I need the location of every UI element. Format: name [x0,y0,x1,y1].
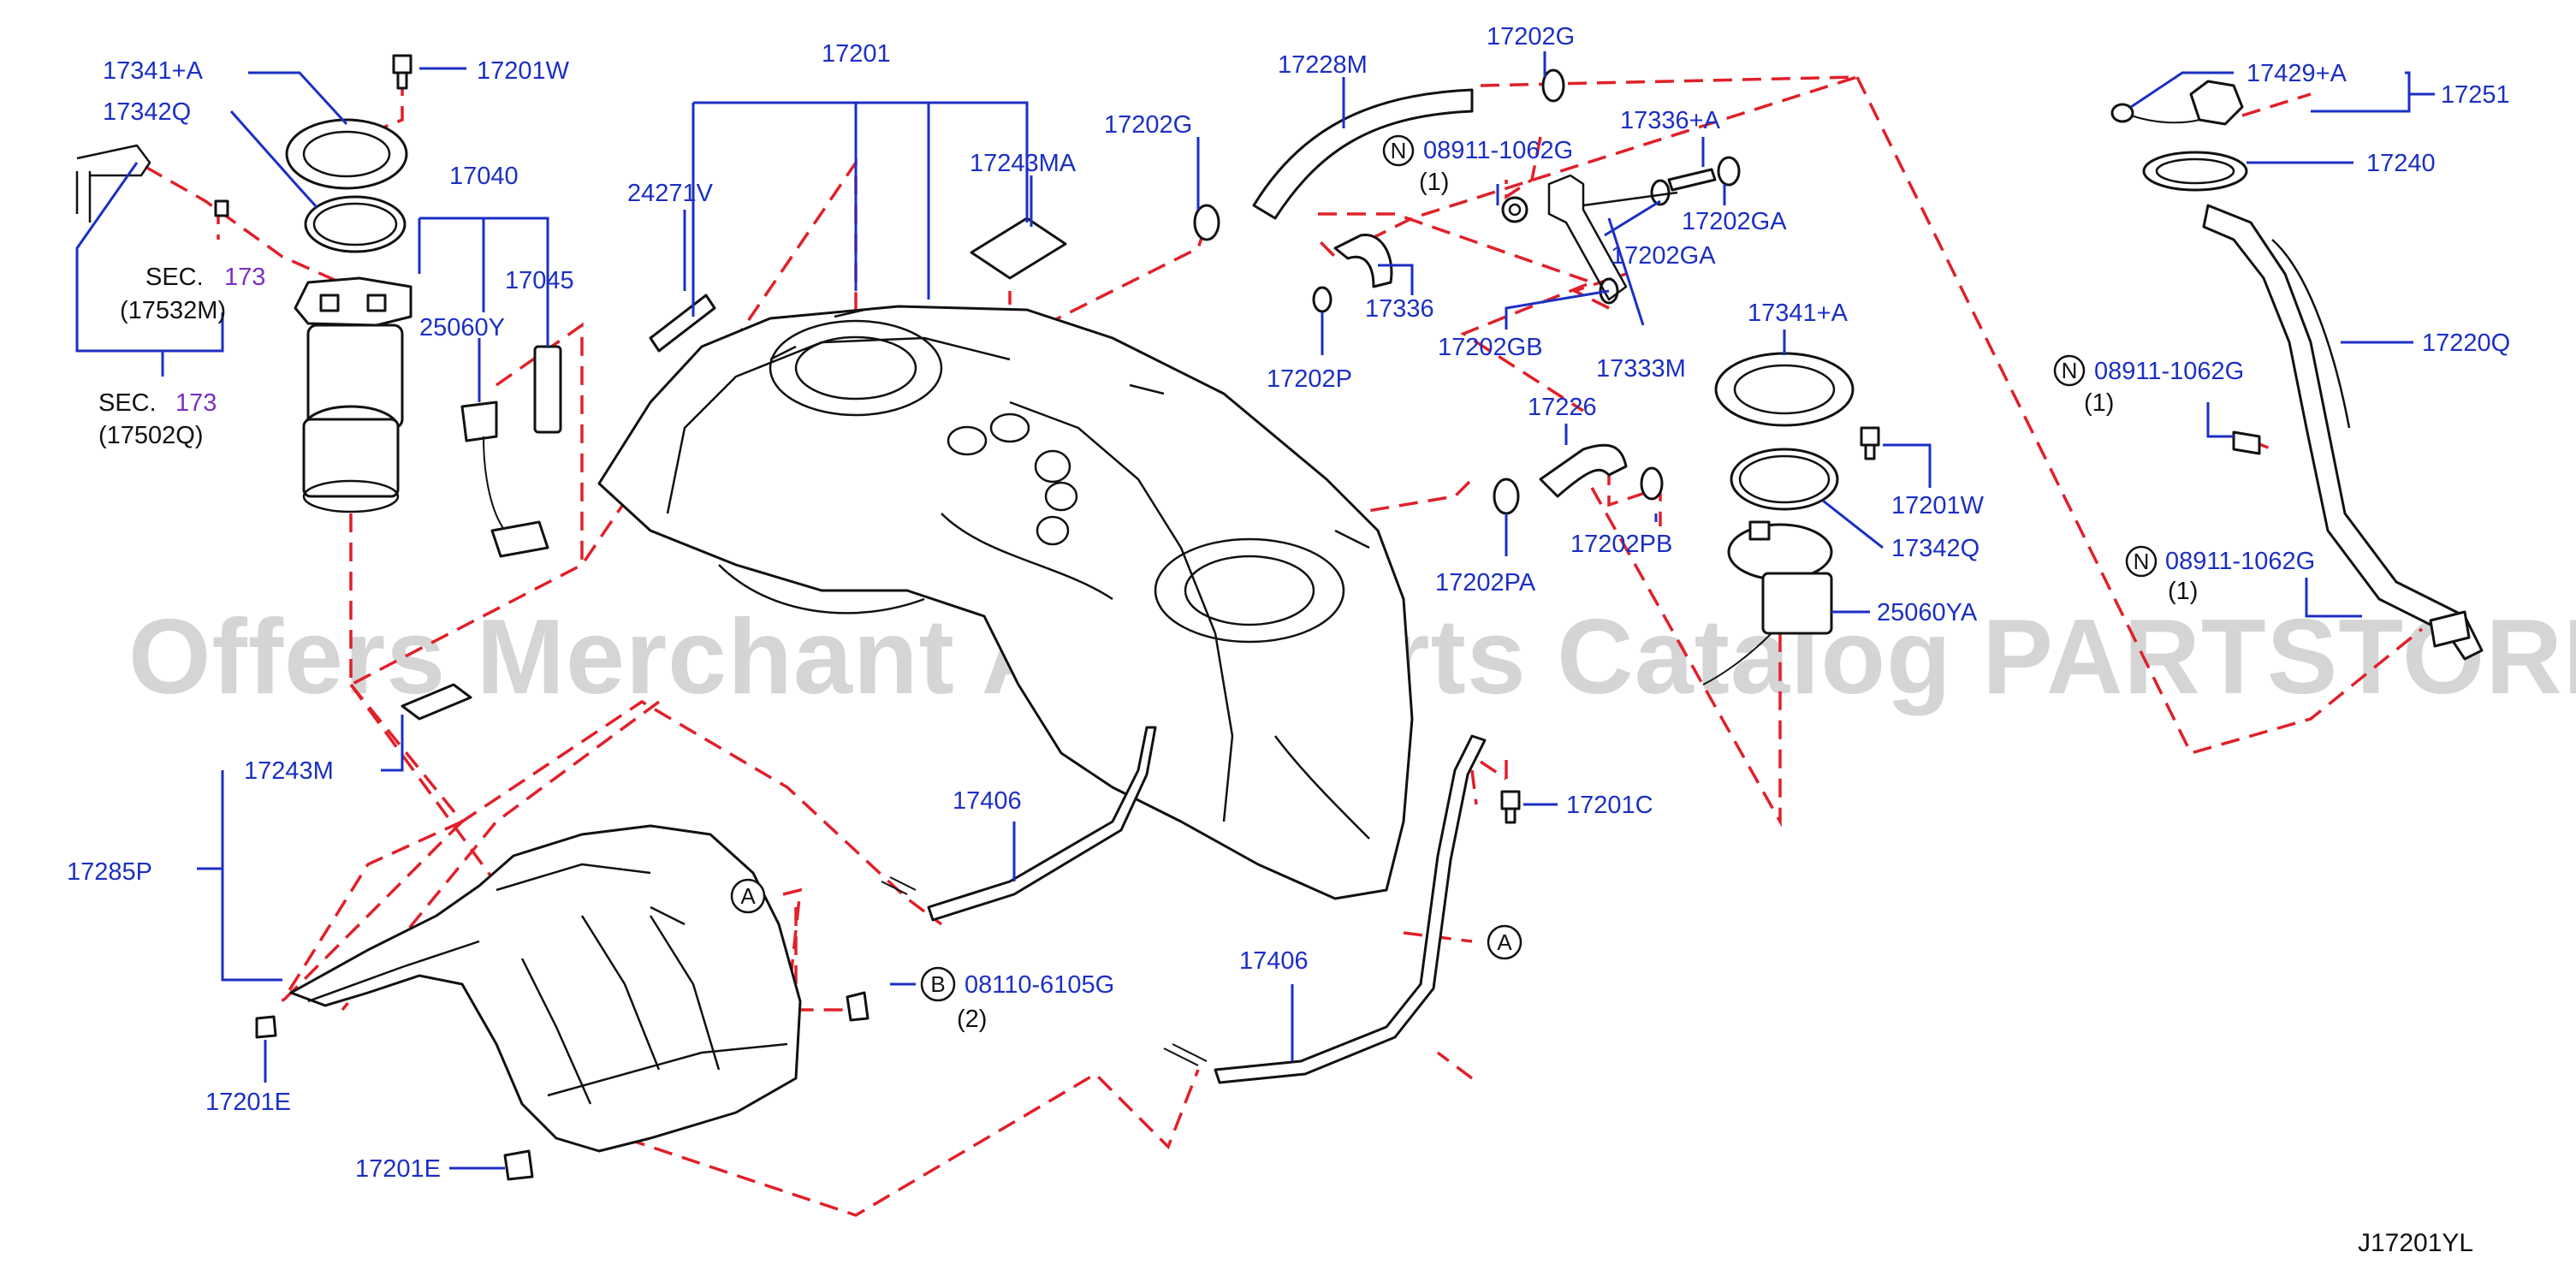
label-17202g-top: 17202G [1487,23,1575,50]
vent-tube-pieces [75,144,151,223]
label-17201w-top: 17201W [477,57,570,85]
label-sec-2-ref: (17502Q) [98,422,204,449]
hose-clamps [1193,68,1741,515]
heat-insulator-24271V [649,294,716,353]
circle-symbol-a-lower: A [730,878,766,914]
label-17201e-1: 17201E [205,1089,291,1116]
label-17342q-right: 17342Q [1891,535,1979,562]
label-17045: 17045 [505,267,574,294]
bolts-and-nuts [214,54,2261,1181]
label-17202p: 17202P [1267,365,1352,393]
label-08911-1062g-b: 08911-1062G [2094,358,2244,385]
label-17202gb: 17202GB [1438,334,1543,361]
heat-insulator-17243M [401,683,472,721]
label-sec-2: SEC. [98,389,157,417]
svg-text:N: N [2062,358,2078,383]
filler-cap-17251 [2110,80,2244,126]
label-17406-upper: 17406 [953,787,1022,815]
label-17201e-2: 17201E [355,1155,441,1183]
label-17243m: 17243M [244,757,334,785]
label-17202g-left: 17202G [1104,111,1192,139]
leader-lines [75,51,2435,1170]
label-17336: 17336 [1365,295,1434,323]
label-17226: 17226 [1528,394,1597,421]
svg-text:N: N [2134,549,2150,574]
label-17336a: 17336+A [1620,107,1721,134]
label-17285p: 17285P [67,858,152,886]
fuel-pump-assembly-right [1702,520,1833,685]
label-17342q-left: 17342Q [103,98,191,126]
label-qty-1-c: (1) [2168,578,2198,605]
fuel-level-sender-parts [460,345,562,558]
circle-symbol-n-c: N [2125,545,2158,578]
label-08911-1062g-c: 08911-1062G [2165,548,2315,575]
label-17201c: 17201C [1566,792,1653,819]
label-08911-1062g-a: 08911-1062G [1423,137,1573,164]
label-17202ga-1: 17202GA [1682,208,1787,235]
filler-hose-17228M [1252,88,1474,220]
label-17333m: 17333M [1596,355,1686,383]
label-qty-1-a: (1) [1419,169,1449,196]
label-17243ma: 17243MA [970,150,1077,177]
pump-cover-and-ring-right [1714,352,1855,511]
label-17228m: 17228M [1278,51,1368,79]
label-17220q: 17220Q [2422,329,2510,357]
circle-symbol-n-b: N [2053,354,2086,387]
label-17202ga-2: 17202GA [1611,242,1716,270]
fuel-pump-assembly-17040 [294,276,413,513]
label-17201: 17201 [822,40,891,68]
svg-text:N: N [1391,138,1407,163]
label-17341a-right: 17341+A [1748,300,1849,327]
circle-symbol-b: B [920,966,956,1002]
tank-strap-upper-17406 [881,726,1157,922]
label-08110-6105g: 08110-6105G [965,971,1114,999]
part-labels: 17201 17341+A 17201W 17342Q 17040 17045 … [67,23,2510,1183]
circle-symbol-a-strap: A [1487,924,1522,960]
heat-insulator-17243MA [970,217,1067,280]
label-17341a-left: 17341+A [103,57,204,85]
label-qty-1-b: (1) [2084,389,2114,417]
label-17240: 17240 [2366,150,2436,177]
pump-cover-and-ring-left [285,118,408,253]
label-sec-1-ref: (17532M) [120,297,226,324]
diagram-code: J17201YL [2358,1229,2473,1257]
label-sec-1: SEC. [145,264,204,291]
svg-text:A: A [1497,929,1512,955]
label-17202pa: 17202PA [1435,569,1536,596]
svg-text:A: A [740,883,756,909]
label-25060ya: 25060YA [1877,599,1978,626]
label-17040: 17040 [449,163,519,190]
fuel-tank-17201 [597,305,1414,900]
filler-tube-17220Q [2202,204,2484,661]
circle-symbol-n-a: N [1382,134,1415,167]
label-17251: 17251 [2441,81,2510,109]
label-17202pb: 17202PB [1570,531,1672,558]
label-24271v: 24271V [627,180,714,207]
hoses-17336-17226 [1333,168,1717,498]
tank-strap-lower-17406 [1163,734,1487,1084]
label-qty-2: (2) [957,1006,987,1033]
vent-bracket-17333M [1547,174,1678,301]
filler-ring-17240 [2142,151,2248,192]
label-17201w-right: 17201W [1891,492,1985,519]
label-sec-1-number: 173 [224,264,265,291]
svg-text:B: B [930,971,945,997]
label-17406-lower: 17406 [1239,947,1309,975]
label-25060y: 25060Y [419,314,505,341]
label-17429a: 17429+A [2247,60,2347,87]
label-sec-2-number: 173 [175,389,217,417]
under-shield-17285P [289,824,802,1153]
